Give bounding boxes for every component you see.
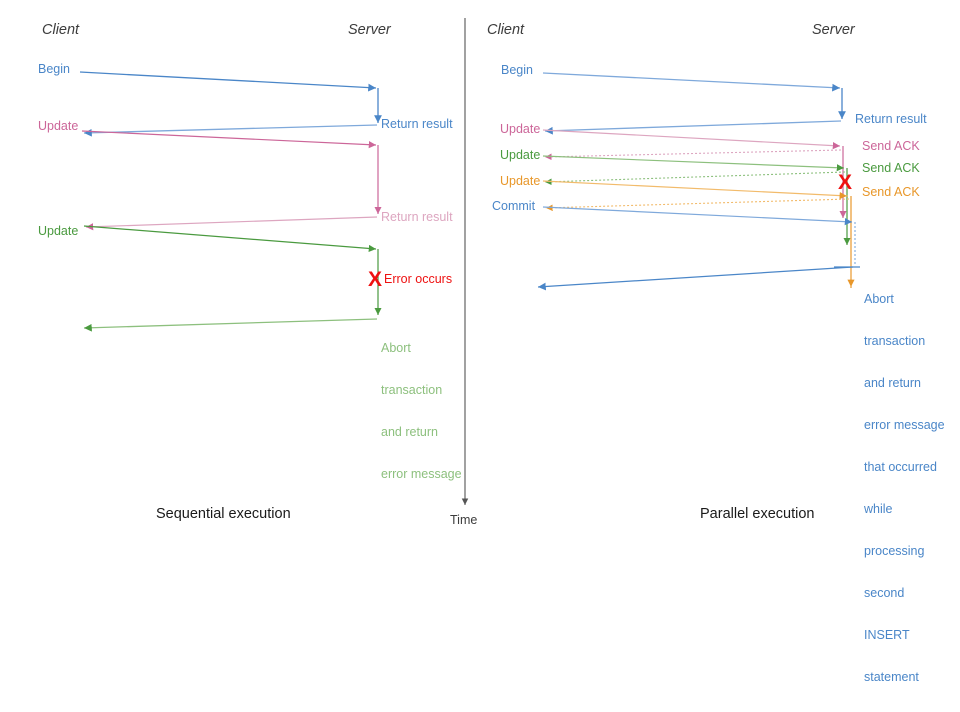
abort-line-9: INSERT: [864, 628, 910, 642]
arrow-update-1-parallel: [542, 129, 847, 218]
arrow-update-2: [83, 225, 382, 315]
abort-line-1: Abort: [864, 292, 894, 306]
abort-line-4: error message: [381, 467, 462, 481]
message-send-ack-1: Send ACK: [862, 139, 920, 153]
message-begin-sequential: Begin: [38, 62, 70, 76]
arrow-return-result-1: [83, 124, 378, 137]
abort-line-4: error message: [864, 418, 945, 432]
message-begin-parallel: Begin: [501, 63, 533, 77]
message-update-3-parallel: Update: [500, 174, 541, 188]
message-update-2-parallel: Update: [500, 148, 541, 162]
arrow-update-2-parallel: [542, 155, 851, 245]
error-x-icon-sequential: X: [368, 268, 383, 291]
message-send-ack-3: Send ACK: [862, 185, 920, 199]
actor-server-sequential: Server: [348, 22, 391, 38]
abort-line-2: transaction: [864, 334, 926, 348]
abort-line-2: transaction: [381, 383, 443, 397]
arrow-return-result-2: [85, 216, 378, 231]
sequential-panel-arrows: [79, 71, 382, 332]
message-error-occurs-sequential: Error occurs: [384, 272, 453, 286]
arrow-send-ack-3: [544, 198, 850, 212]
abort-line-6: while: [864, 502, 893, 516]
arrow-send-ack-1: [544, 149, 842, 161]
actor-client-sequential: Client: [42, 22, 80, 38]
caption-sequential: Sequential execution: [156, 506, 291, 522]
arrow-update-1: [81, 130, 382, 214]
caption-parallel: Parallel execution: [700, 506, 815, 522]
time-axis-label: Time: [450, 513, 478, 527]
message-abort-sequential: Abort transaction and return error messa…: [381, 313, 462, 509]
message-commit-parallel: Commit: [492, 199, 536, 213]
message-return-result-1-sequential: Return result: [381, 117, 453, 131]
actor-client-parallel: Client: [487, 22, 525, 38]
message-update-2-sequential: Update: [38, 224, 79, 238]
abort-line-5: that occurred: [864, 460, 937, 474]
abort-line-7: processing: [864, 544, 925, 558]
error-x-icon-parallel: X: [838, 171, 853, 194]
message-update-1-sequential: Update: [38, 119, 79, 133]
message-update-1-parallel: Update: [500, 122, 541, 136]
arrow-update-3-parallel: [542, 180, 855, 288]
message-abort-parallel: Abort transaction and return error messa…: [864, 264, 945, 712]
actor-server-parallel: Server: [812, 22, 855, 38]
arrow-return-result-parallel: [544, 120, 842, 135]
abort-line-3: and return: [381, 425, 438, 439]
abort-line-3: and return: [864, 376, 921, 390]
arrow-send-ack-2: [544, 171, 846, 186]
message-return-result-parallel: Return result: [855, 112, 927, 126]
message-return-result-2-sequential: Return result: [381, 210, 453, 224]
arrow-begin: [79, 71, 382, 123]
abort-line-10: statement: [864, 670, 919, 684]
arrow-commit: [542, 206, 856, 265]
diagram-vector-layer: [79, 18, 860, 505]
parallel-panel-arrows: [537, 72, 860, 291]
abort-line-1: Abort: [381, 341, 411, 355]
message-send-ack-2: Send ACK: [862, 161, 920, 175]
arrow-begin-parallel: [542, 72, 846, 119]
arrow-abort-sequential: [83, 318, 378, 332]
diagram-canvas: Client Server Begin Return result Update…: [38, 18, 945, 684]
abort-line-8: second: [864, 586, 905, 600]
arrow-abort-parallel: [537, 266, 860, 291]
